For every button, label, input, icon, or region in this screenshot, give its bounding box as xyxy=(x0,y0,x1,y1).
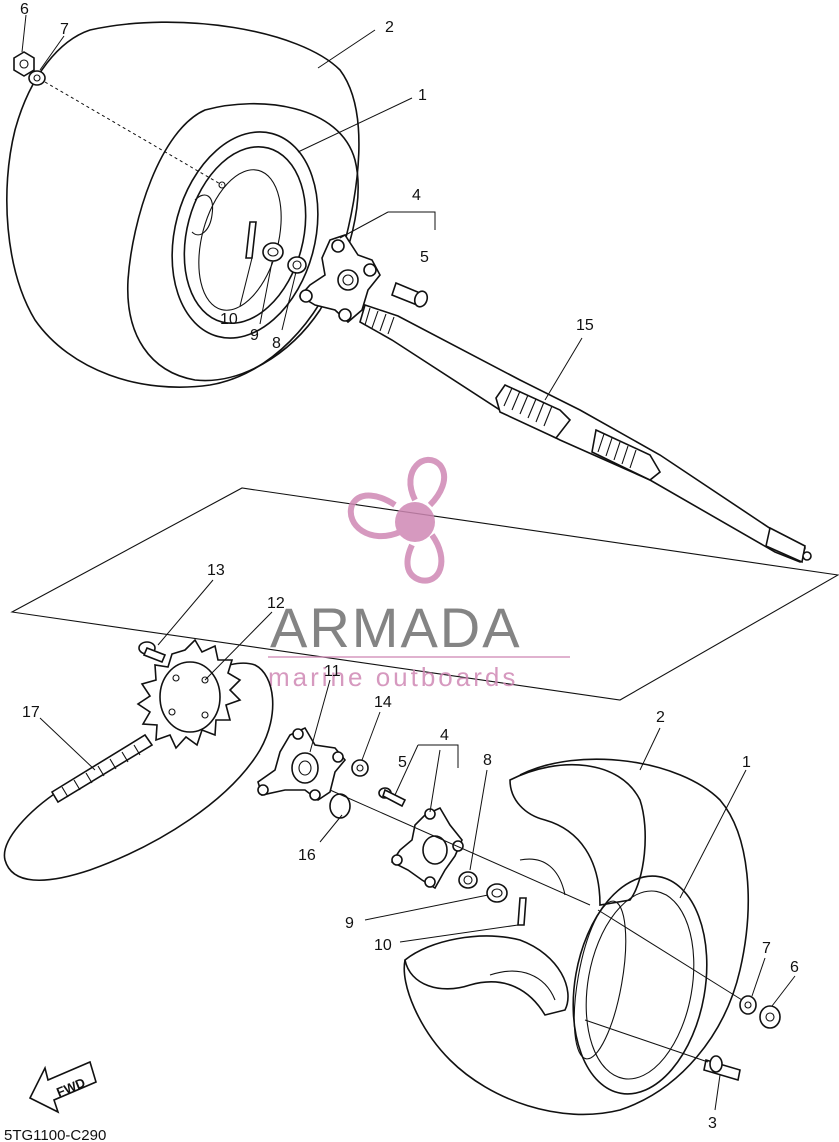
bottom-washer-7 xyxy=(739,995,757,1015)
drive-chain xyxy=(50,733,154,804)
callout-14: 14 xyxy=(374,694,392,711)
top-wheel xyxy=(6,21,360,388)
callout-8-bottom: 8 xyxy=(483,752,492,769)
callout-13: 13 xyxy=(207,562,225,579)
bottom-cotter-pin xyxy=(517,897,527,926)
callout-3: 3 xyxy=(708,1115,717,1132)
callout-5-top: 5 xyxy=(420,249,429,266)
valve-stem xyxy=(703,1055,741,1082)
rear-axle xyxy=(359,303,812,564)
bottom-washer-8 xyxy=(458,871,478,889)
callout-9-top: 9 xyxy=(250,327,259,344)
bottom-wheel xyxy=(403,758,749,1116)
top-washer xyxy=(28,70,46,86)
callout-1-bottom: 1 xyxy=(742,754,751,771)
callout-4-bottom: 4 xyxy=(440,727,449,744)
chain-loop xyxy=(3,662,274,882)
callout-6-top: 6 xyxy=(20,1,29,18)
hub-nut xyxy=(351,759,369,777)
top-washer-8 xyxy=(287,256,307,274)
callout-10-bottom: 10 xyxy=(374,937,392,954)
top-castle-nut xyxy=(262,242,284,262)
top-cotter-pin xyxy=(245,221,257,259)
callout-7-bottom: 7 xyxy=(762,940,771,957)
diagram-code: 5TG1100-C290 xyxy=(4,1127,106,1142)
bottom-wheel-hub xyxy=(390,806,464,890)
fwd-arrow-icon: FWD xyxy=(28,1060,97,1114)
top-wheel-hub xyxy=(298,234,381,324)
armada-brand: ARMADA xyxy=(270,596,522,659)
callout-12: 12 xyxy=(267,595,285,612)
callout-4-top: 4 xyxy=(412,187,421,204)
sprocket-hub xyxy=(257,726,347,801)
callout-7-top: 7 xyxy=(60,21,69,38)
callout-2-bottom: 2 xyxy=(656,709,665,726)
callout-17: 17 xyxy=(22,704,40,721)
leader-lines xyxy=(21,14,796,1111)
callout-2-top: 2 xyxy=(385,19,394,36)
bottom-stud-bolt xyxy=(378,787,407,808)
callout-6-bottom: 6 xyxy=(790,959,799,976)
bottom-castle-nut xyxy=(486,883,508,903)
callout-1-top: 1 xyxy=(418,87,427,104)
callout-5-bottom: 5 xyxy=(398,754,407,771)
top-lug-nut xyxy=(13,51,35,77)
propeller-icon xyxy=(347,457,448,584)
callout-15: 15 xyxy=(576,317,594,334)
top-stud-bolt xyxy=(391,281,429,308)
armada-logo: ARMADA marine outboards xyxy=(268,457,570,692)
callout-8-top: 8 xyxy=(272,335,281,352)
sprocket-bolt xyxy=(138,641,167,664)
assembly-boundary xyxy=(10,487,839,701)
armada-tagline: marine outboards xyxy=(268,662,518,692)
callout-11: 11 xyxy=(324,663,341,680)
callout-9-bottom: 9 xyxy=(345,915,354,932)
bottom-lug-nut xyxy=(759,1005,781,1029)
callouts: 6 7 2 1 4 5 10 9 8 15 13 12 17 11 14 4 5… xyxy=(20,1,799,1132)
callout-16: 16 xyxy=(298,847,316,864)
callout-10-top: 10 xyxy=(220,311,238,328)
